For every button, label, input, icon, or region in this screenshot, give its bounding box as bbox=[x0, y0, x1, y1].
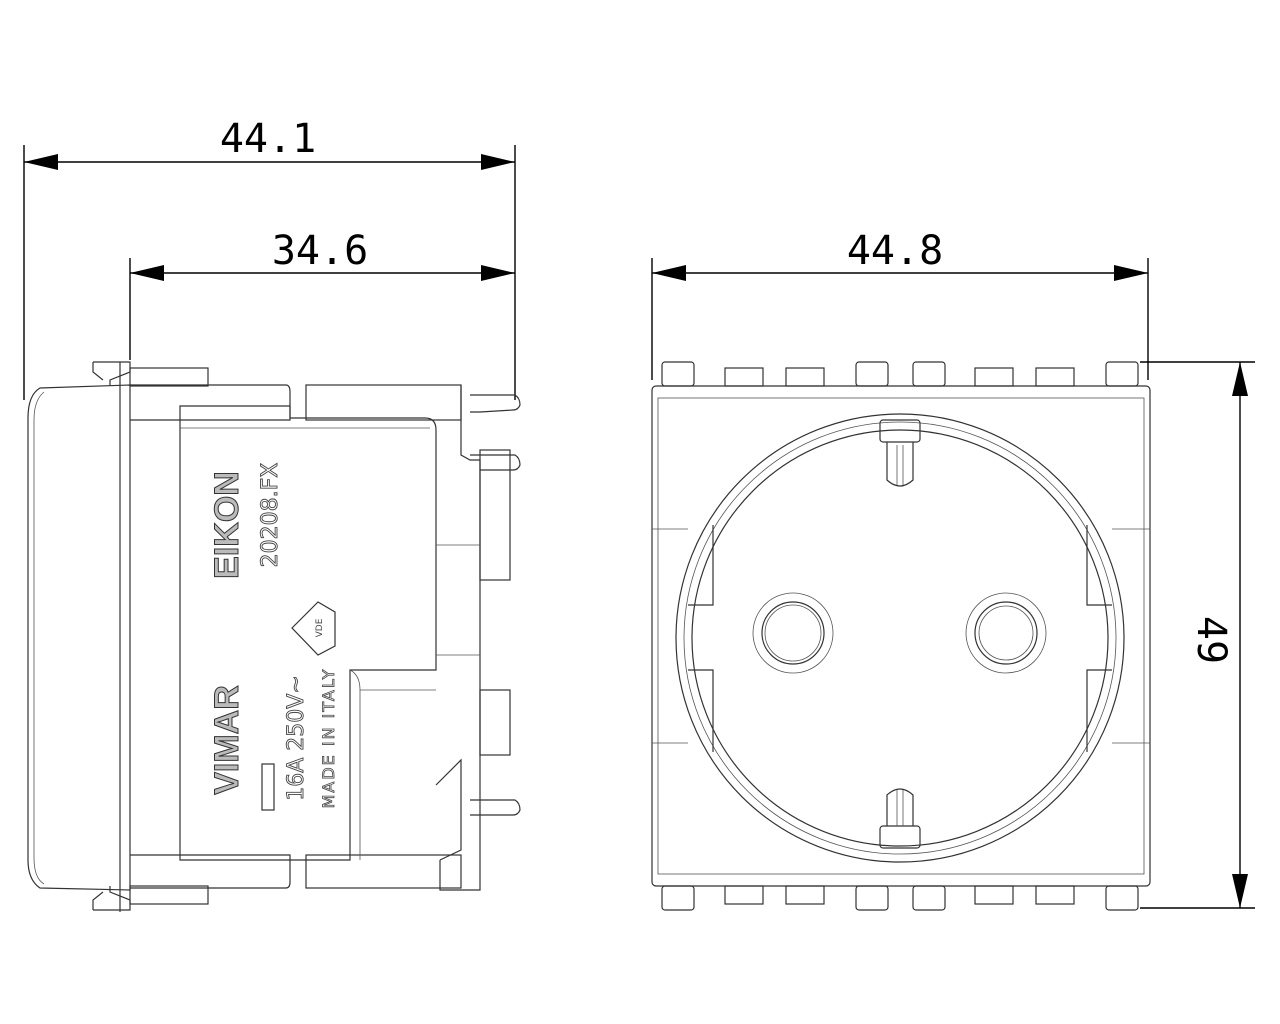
pin-hole-left bbox=[752, 592, 834, 674]
rating-text: 16A 250V~ bbox=[284, 675, 309, 801]
rating-bar bbox=[261, 763, 275, 811]
side-view: EIKON 20208.FX VIMAR 16A 250V~ MADE IN I… bbox=[27, 361, 521, 912]
origin-text: MADE IN ITALY bbox=[319, 668, 338, 809]
top-clips bbox=[661, 361, 1139, 387]
earth-contact-top bbox=[879, 419, 921, 487]
dimension-label: 49 bbox=[1188, 616, 1234, 664]
dimension-label: 44.8 bbox=[847, 228, 943, 274]
bottom-clips bbox=[661, 885, 1139, 911]
dimension-49: 49 bbox=[1140, 361, 1255, 909]
svg-text:VDE: VDE bbox=[315, 618, 325, 637]
dimension-label: 44.1 bbox=[220, 116, 316, 162]
dimension-label: 34.6 bbox=[272, 228, 368, 274]
front-view bbox=[651, 361, 1151, 911]
socket-recess bbox=[675, 413, 1125, 863]
article-code: 20208.FX bbox=[258, 463, 283, 568]
eikon-logo: EIKON bbox=[208, 471, 246, 579]
dimension-44-1: 44.1 bbox=[23, 116, 516, 400]
vimar-logo: VIMAR bbox=[208, 685, 246, 795]
dimension-34-6: 34.6 bbox=[129, 228, 515, 360]
dimension-44-8: 44.8 bbox=[651, 228, 1149, 380]
earth-contact-bottom bbox=[879, 788, 921, 849]
pin-hole-right bbox=[965, 592, 1047, 674]
vde-mark: VDE bbox=[291, 601, 336, 656]
